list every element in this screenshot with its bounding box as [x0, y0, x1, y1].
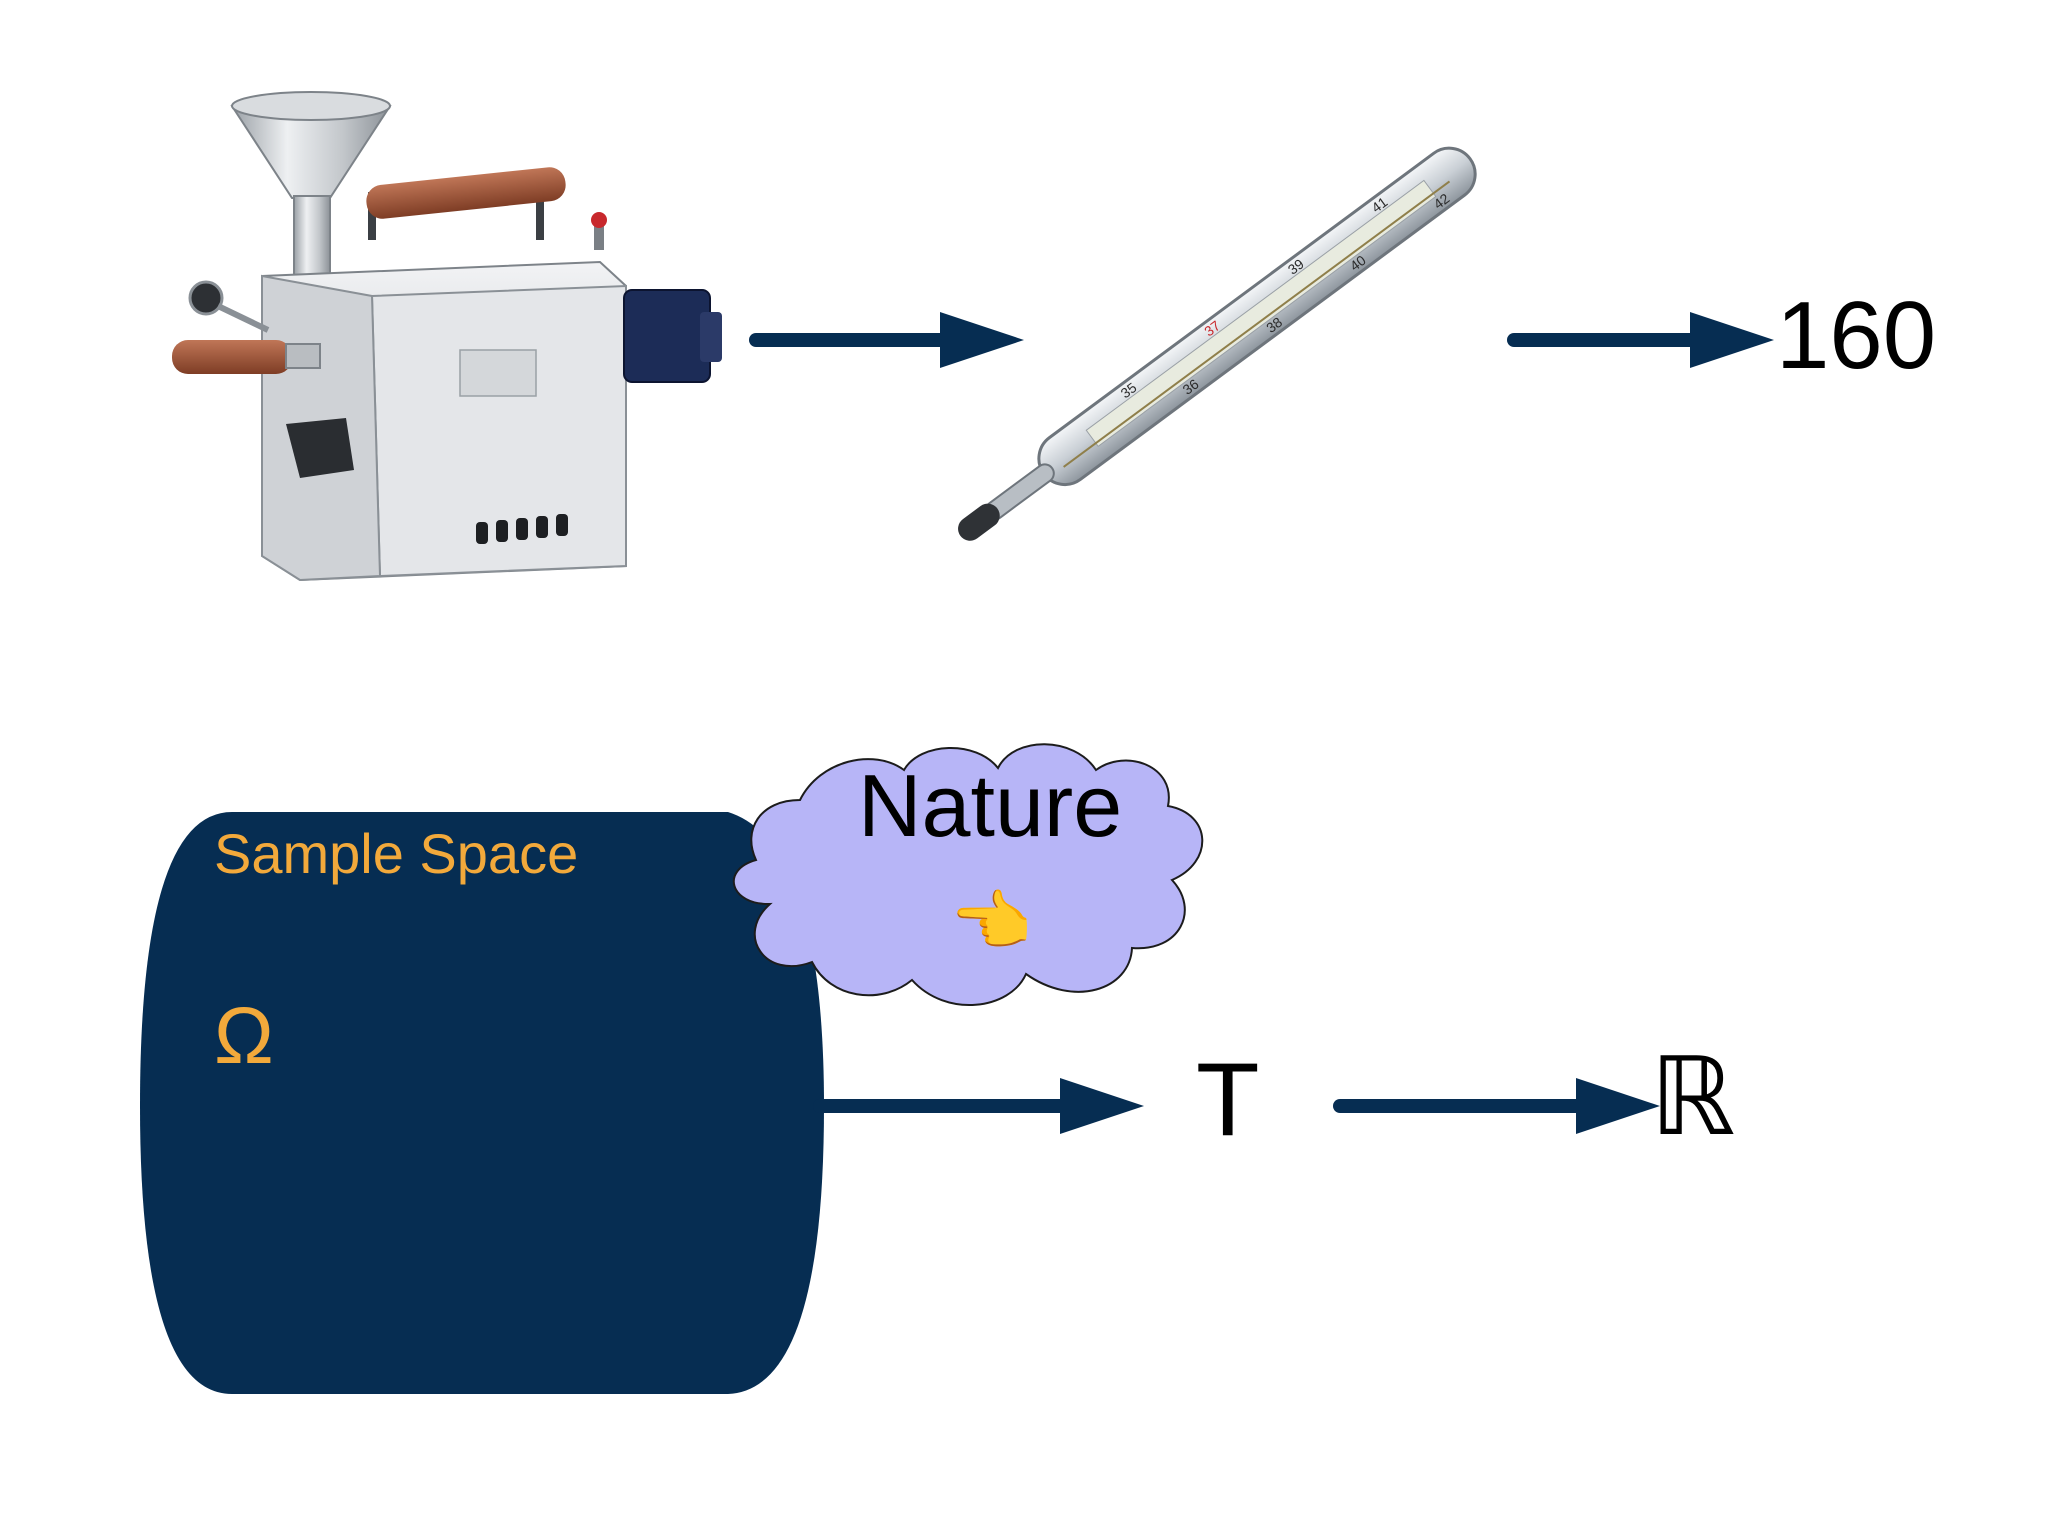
arrow-sample-space-to-t: [813, 1078, 1144, 1134]
random-variable-t: T: [1196, 1042, 1260, 1158]
sample-space-blob: [140, 812, 824, 1394]
arrow-roaster-to-thermometer: [749, 312, 1024, 368]
sample-space-label: Sample Space: [214, 822, 579, 885]
nature-label: Nature: [858, 756, 1123, 855]
coffee-roaster-icon: [172, 91, 722, 582]
reading-value: 160: [1776, 282, 1937, 389]
reals-symbol: ℝ: [1650, 1035, 1736, 1160]
omega-symbol: Ω: [214, 991, 274, 1080]
arrow-thermometer-to-reading: [1507, 312, 1774, 368]
pointing-hand-icon: 👈: [950, 884, 1033, 958]
arrow-t-to-reals: [1333, 1078, 1660, 1134]
nature-cloud: [732, 743, 1204, 1006]
